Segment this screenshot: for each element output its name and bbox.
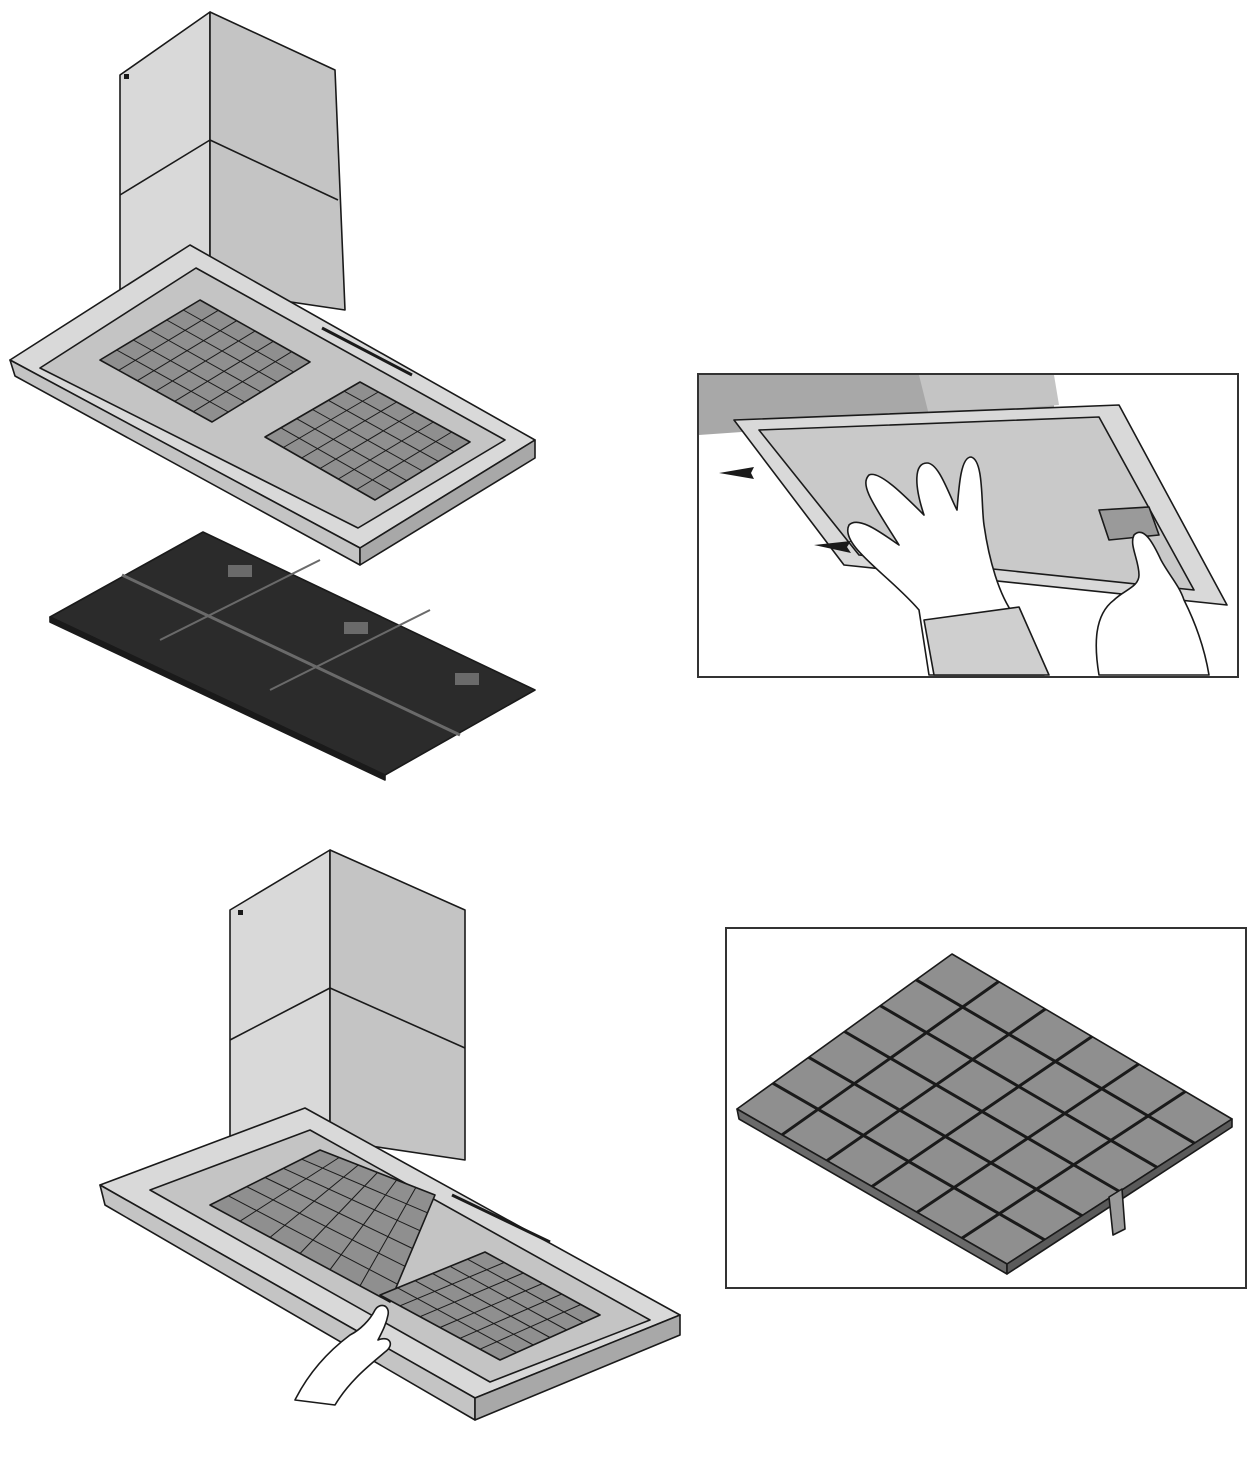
figure-hood-removing-grease-filter <box>90 840 690 1455</box>
chimney-side <box>329 849 466 1161</box>
hand-icon <box>1095 531 1210 676</box>
figure-hood-carbon-filter <box>0 0 560 800</box>
grease-filter-closeup-diagram <box>736 953 1233 1275</box>
grease-filter-grid-top <box>116 309 455 491</box>
figure-grease-filter-closeup <box>725 927 1247 1289</box>
canopy-side-edge <box>359 439 536 566</box>
hand-icon <box>294 1304 392 1406</box>
arrow-icon <box>814 541 851 553</box>
hood-diagram-top <box>9 11 536 781</box>
hood-diagram-bottom <box>99 849 681 1421</box>
grease-filter-grid-closeup <box>772 978 1196 1242</box>
chimney-side <box>209 11 346 311</box>
grease-filter-grid-bottom <box>228 1157 584 1353</box>
figure-detail-removing-panel <box>697 373 1239 678</box>
canopy-side-edge <box>474 1314 681 1421</box>
panel-removal-diagram <box>699 375 1237 676</box>
arrow-icon <box>719 467 754 479</box>
filter-handle <box>1108 1188 1126 1236</box>
